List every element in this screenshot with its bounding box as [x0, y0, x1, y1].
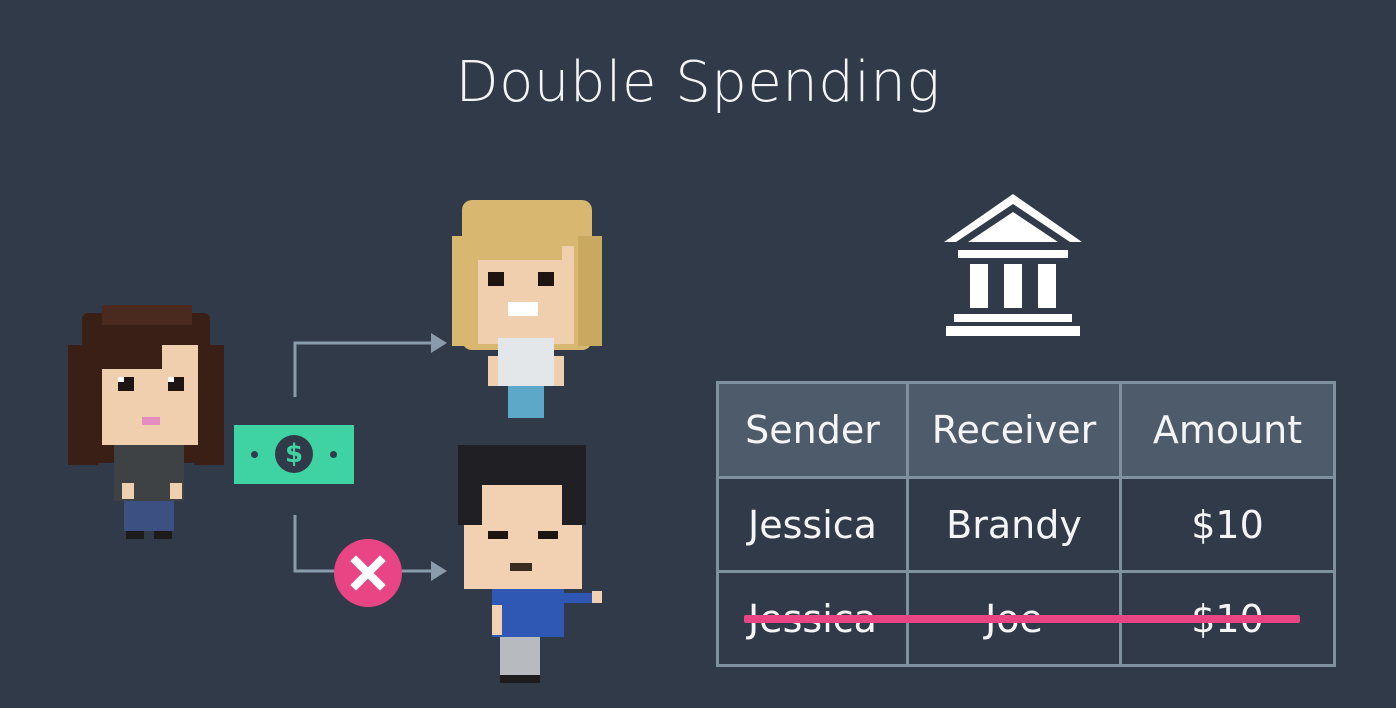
dollar-sign: $: [275, 435, 313, 473]
header-receiver: Receiver: [906, 381, 1122, 479]
bill-dot-left: [251, 451, 258, 458]
header-amount: Amount: [1119, 381, 1336, 479]
joe-avatar: [458, 445, 602, 683]
table-header-row: Sender Receiver Amount: [716, 381, 1336, 479]
x-icon: [334, 539, 402, 607]
strikethrough-line: [744, 615, 1300, 623]
header-sender: Sender: [716, 381, 909, 479]
bill-dot-right: [330, 451, 337, 458]
bank-icon: [944, 194, 1082, 336]
cell-receiver: Brandy: [906, 476, 1122, 573]
table-row: Jessica Brandy $10: [716, 476, 1336, 573]
page-title: Double Spending: [455, 50, 941, 115]
dollar-bill-icon: $: [234, 425, 354, 484]
cell-amount: $10: [1119, 476, 1336, 573]
cell-sender: Jessica: [716, 476, 909, 573]
jessica-avatar: [68, 305, 224, 539]
brandy-avatar: [452, 200, 602, 418]
ledger-table: Sender Receiver Amount Jessica Brandy $1…: [716, 381, 1336, 667]
